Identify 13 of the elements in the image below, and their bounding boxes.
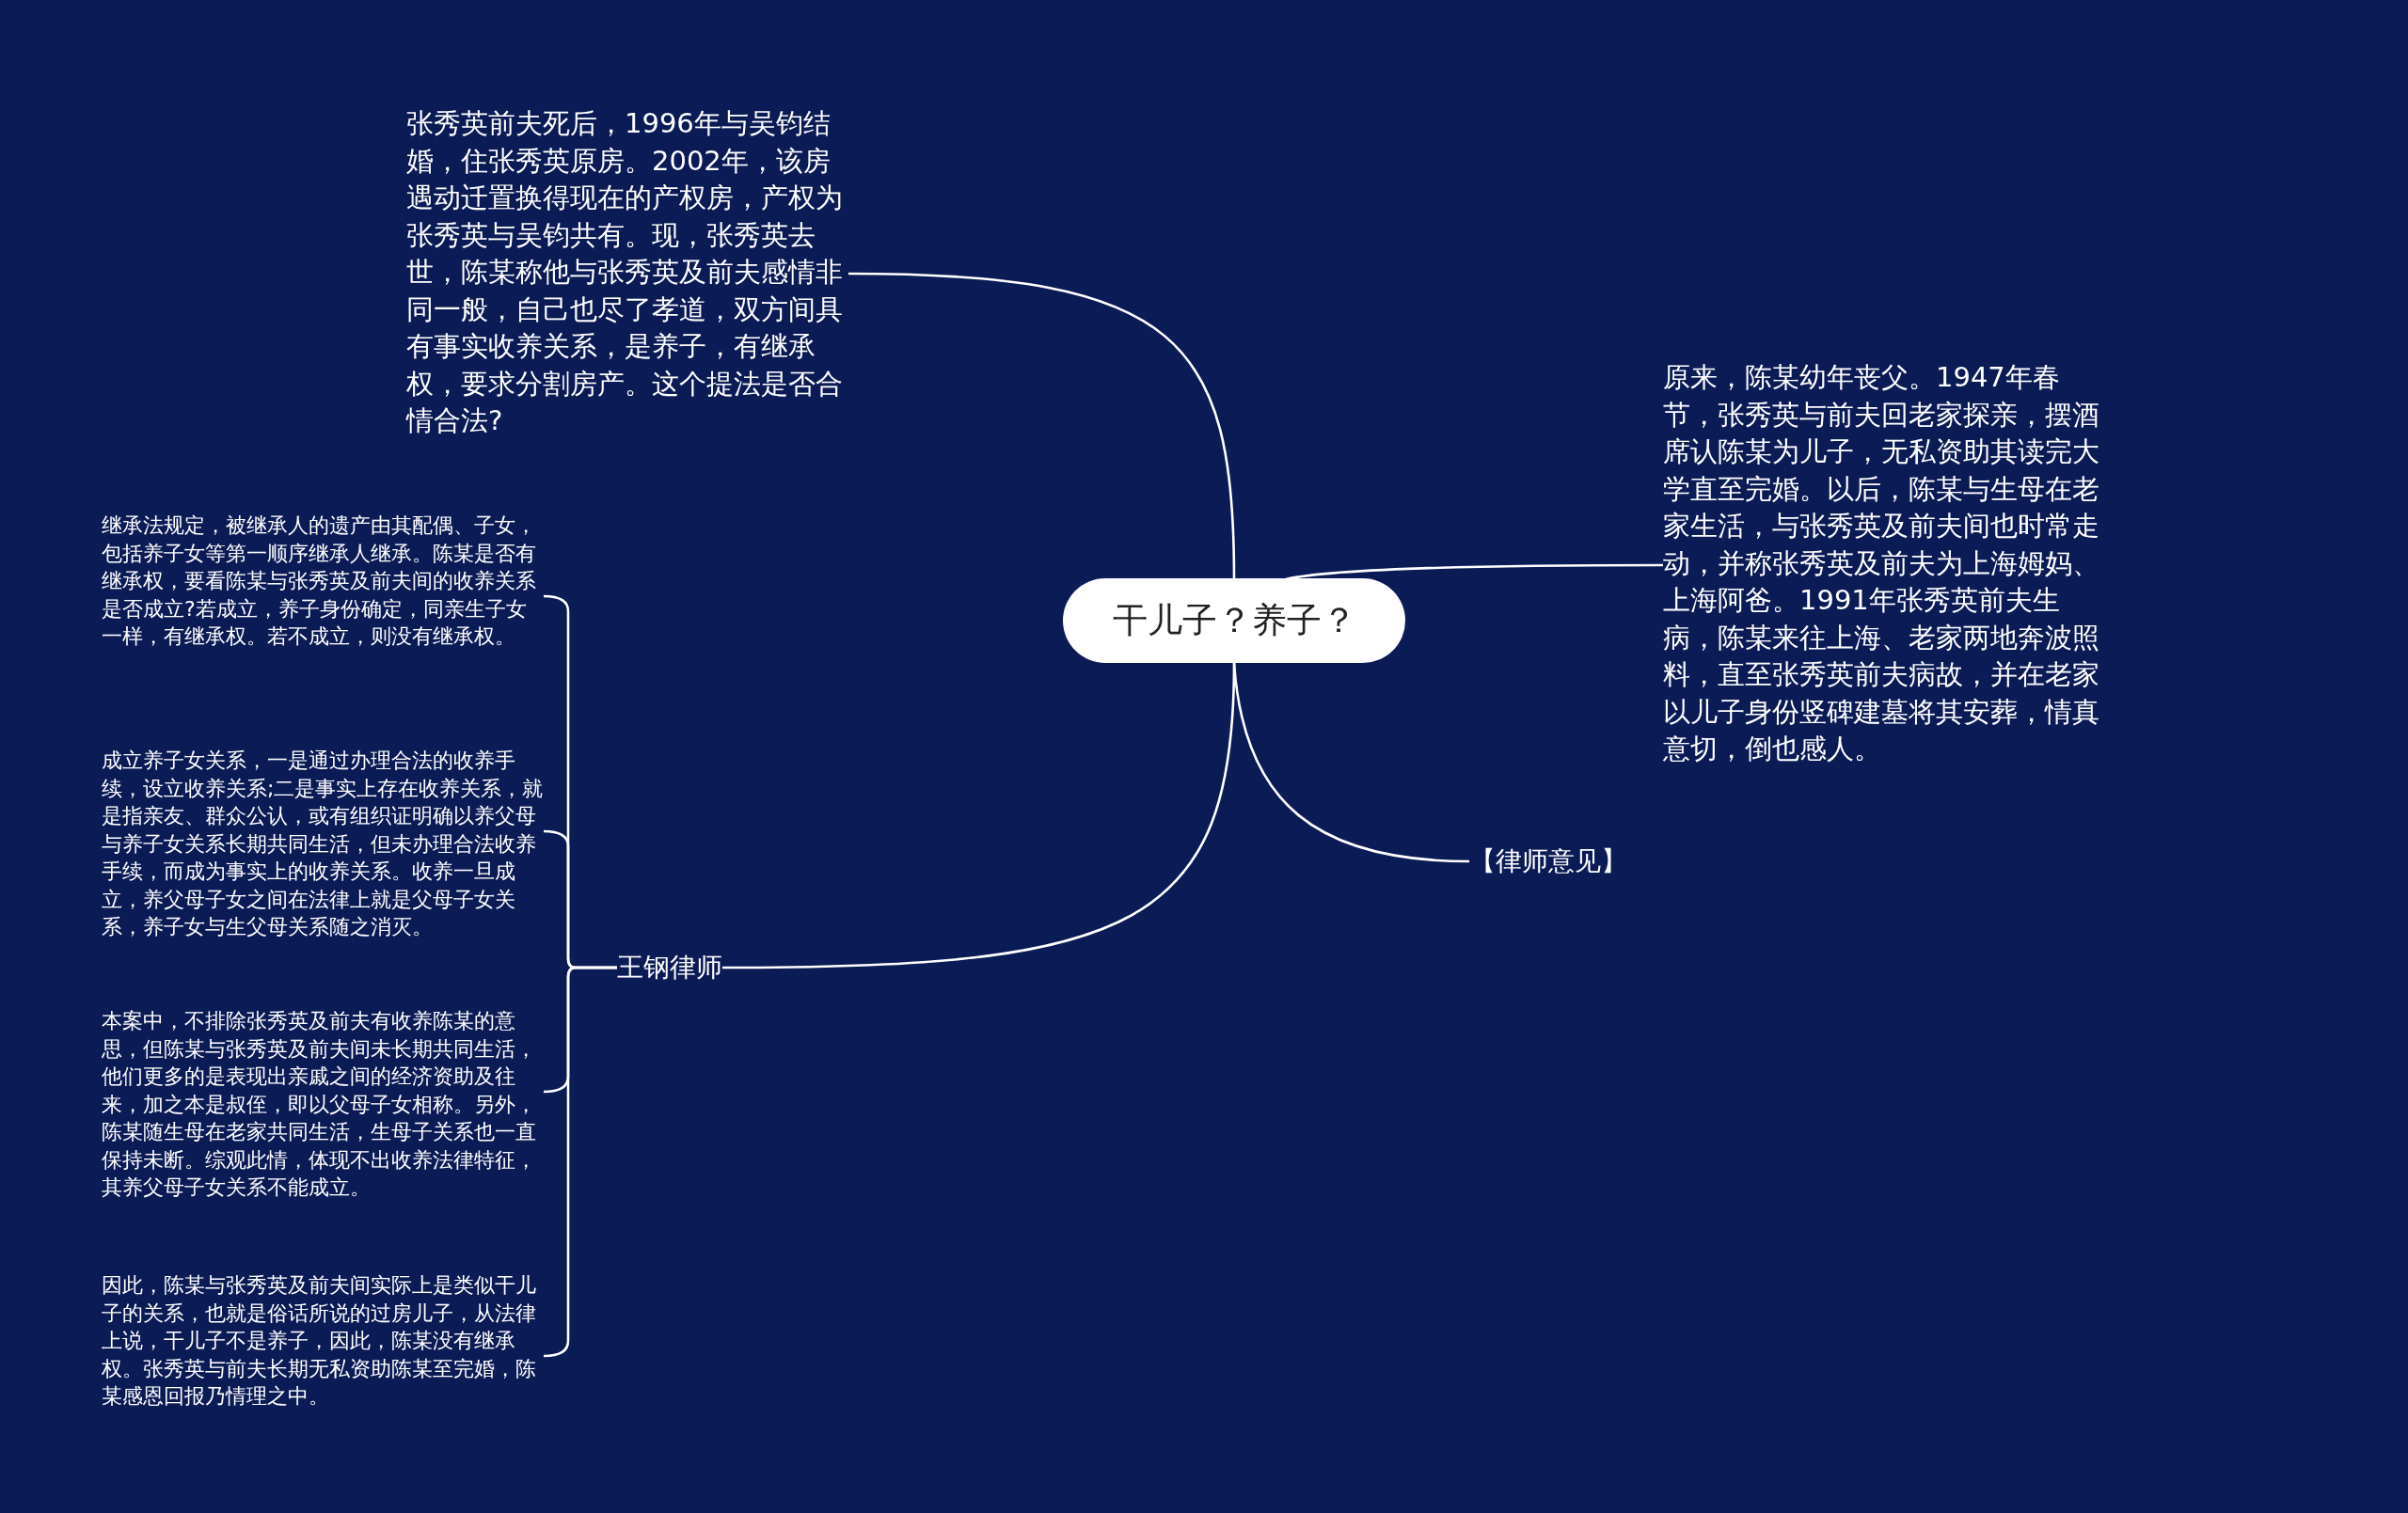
connector-line (848, 272, 1236, 579)
branch-text: 继承法规定，被继承人的遗产由其配偶、子女，包括养子女等第一顺序继承人继承。陈某是否有继承权，要看陈某与张秀英及前夫间的收养关系是否成立?若成立，养子身份确定，同亲生子女一样，有继承权。若不成立，则没有继承权。 (102, 512, 544, 651)
connector-line (722, 662, 1236, 969)
connector-line (1232, 662, 1470, 863)
branch-text: 成立养子女关系，一是通过办理合法的收养手续，设立收养关系;二是事实上存在收养关系，就是指亲友、群众公认，或有组织证明确以养父母与养子女关系长期共同生活，但未办理合法收养手续，而成为事实上的收养关系。收养一旦成立，养父母子女之间在法律上就是父母子女关系，养子女与生父母关系随之消灭。 (102, 747, 544, 941)
branch-text: 王钢律师 (617, 949, 722, 986)
branch-text: 本案中，不排除张秀英及前夫有收养陈某的意思，但陈某与张秀英及前夫间未长期共同生活，他们更多的是表现出亲戚之间的经济资助及往来，加之本是叔侄，即以父母子女相称。另外，陈某随生母在老家共同生活，生母子关系也一直保持未断。综观此情，体现不出收养法律特征，其养父母子女关系不能成立。 (102, 1007, 544, 1202)
branch-text: 原来，陈某幼年丧父。1947年春节，张秀英与前夫回老家探亲，摆酒席认陈某为儿子，无私资助其读完大学直至完婚。以后，陈某与生母在老家生活，与张秀英及前夫间也时常走动，并称张秀英及前夫为上海姆妈、上海阿爸。1991年张秀英前夫生病，陈某来往上海、老家两地奔波照料，直至张秀英前夫病故，并在老家以儿子身份竖碑建墓将其安葬，情真意切，倒也感人。 (1663, 359, 2105, 768)
central-topic-pill: 干儿子？养子？ (1063, 578, 1405, 663)
branch-text: 张秀英前夫死后，1996年与吴钧结婚，住张秀英原房。2002年，该房遇动迁置换得现在的产权房，产权为张秀英与吴钧共有。现，张秀英去世，陈某称他与张秀英及前夫感情非同一般，自己也尽了孝道，双方间具有事实收养关系，是养子，有继承权，要求分割房产。这个提法是否合情合法? (406, 105, 848, 440)
branch-text: 【律师意见】 (1469, 843, 1657, 880)
branch-text: 因此，陈某与张秀英及前夫间实际上是类似干儿子的关系，也就是俗话所说的过房儿子，从法律上说，干儿子不是养子，因此，陈某没有继承权。张秀英与前夫长期无私资助陈某至完婚，陈某感恩回报乃情理之中。 (102, 1271, 544, 1411)
connector-line (1285, 563, 1663, 581)
